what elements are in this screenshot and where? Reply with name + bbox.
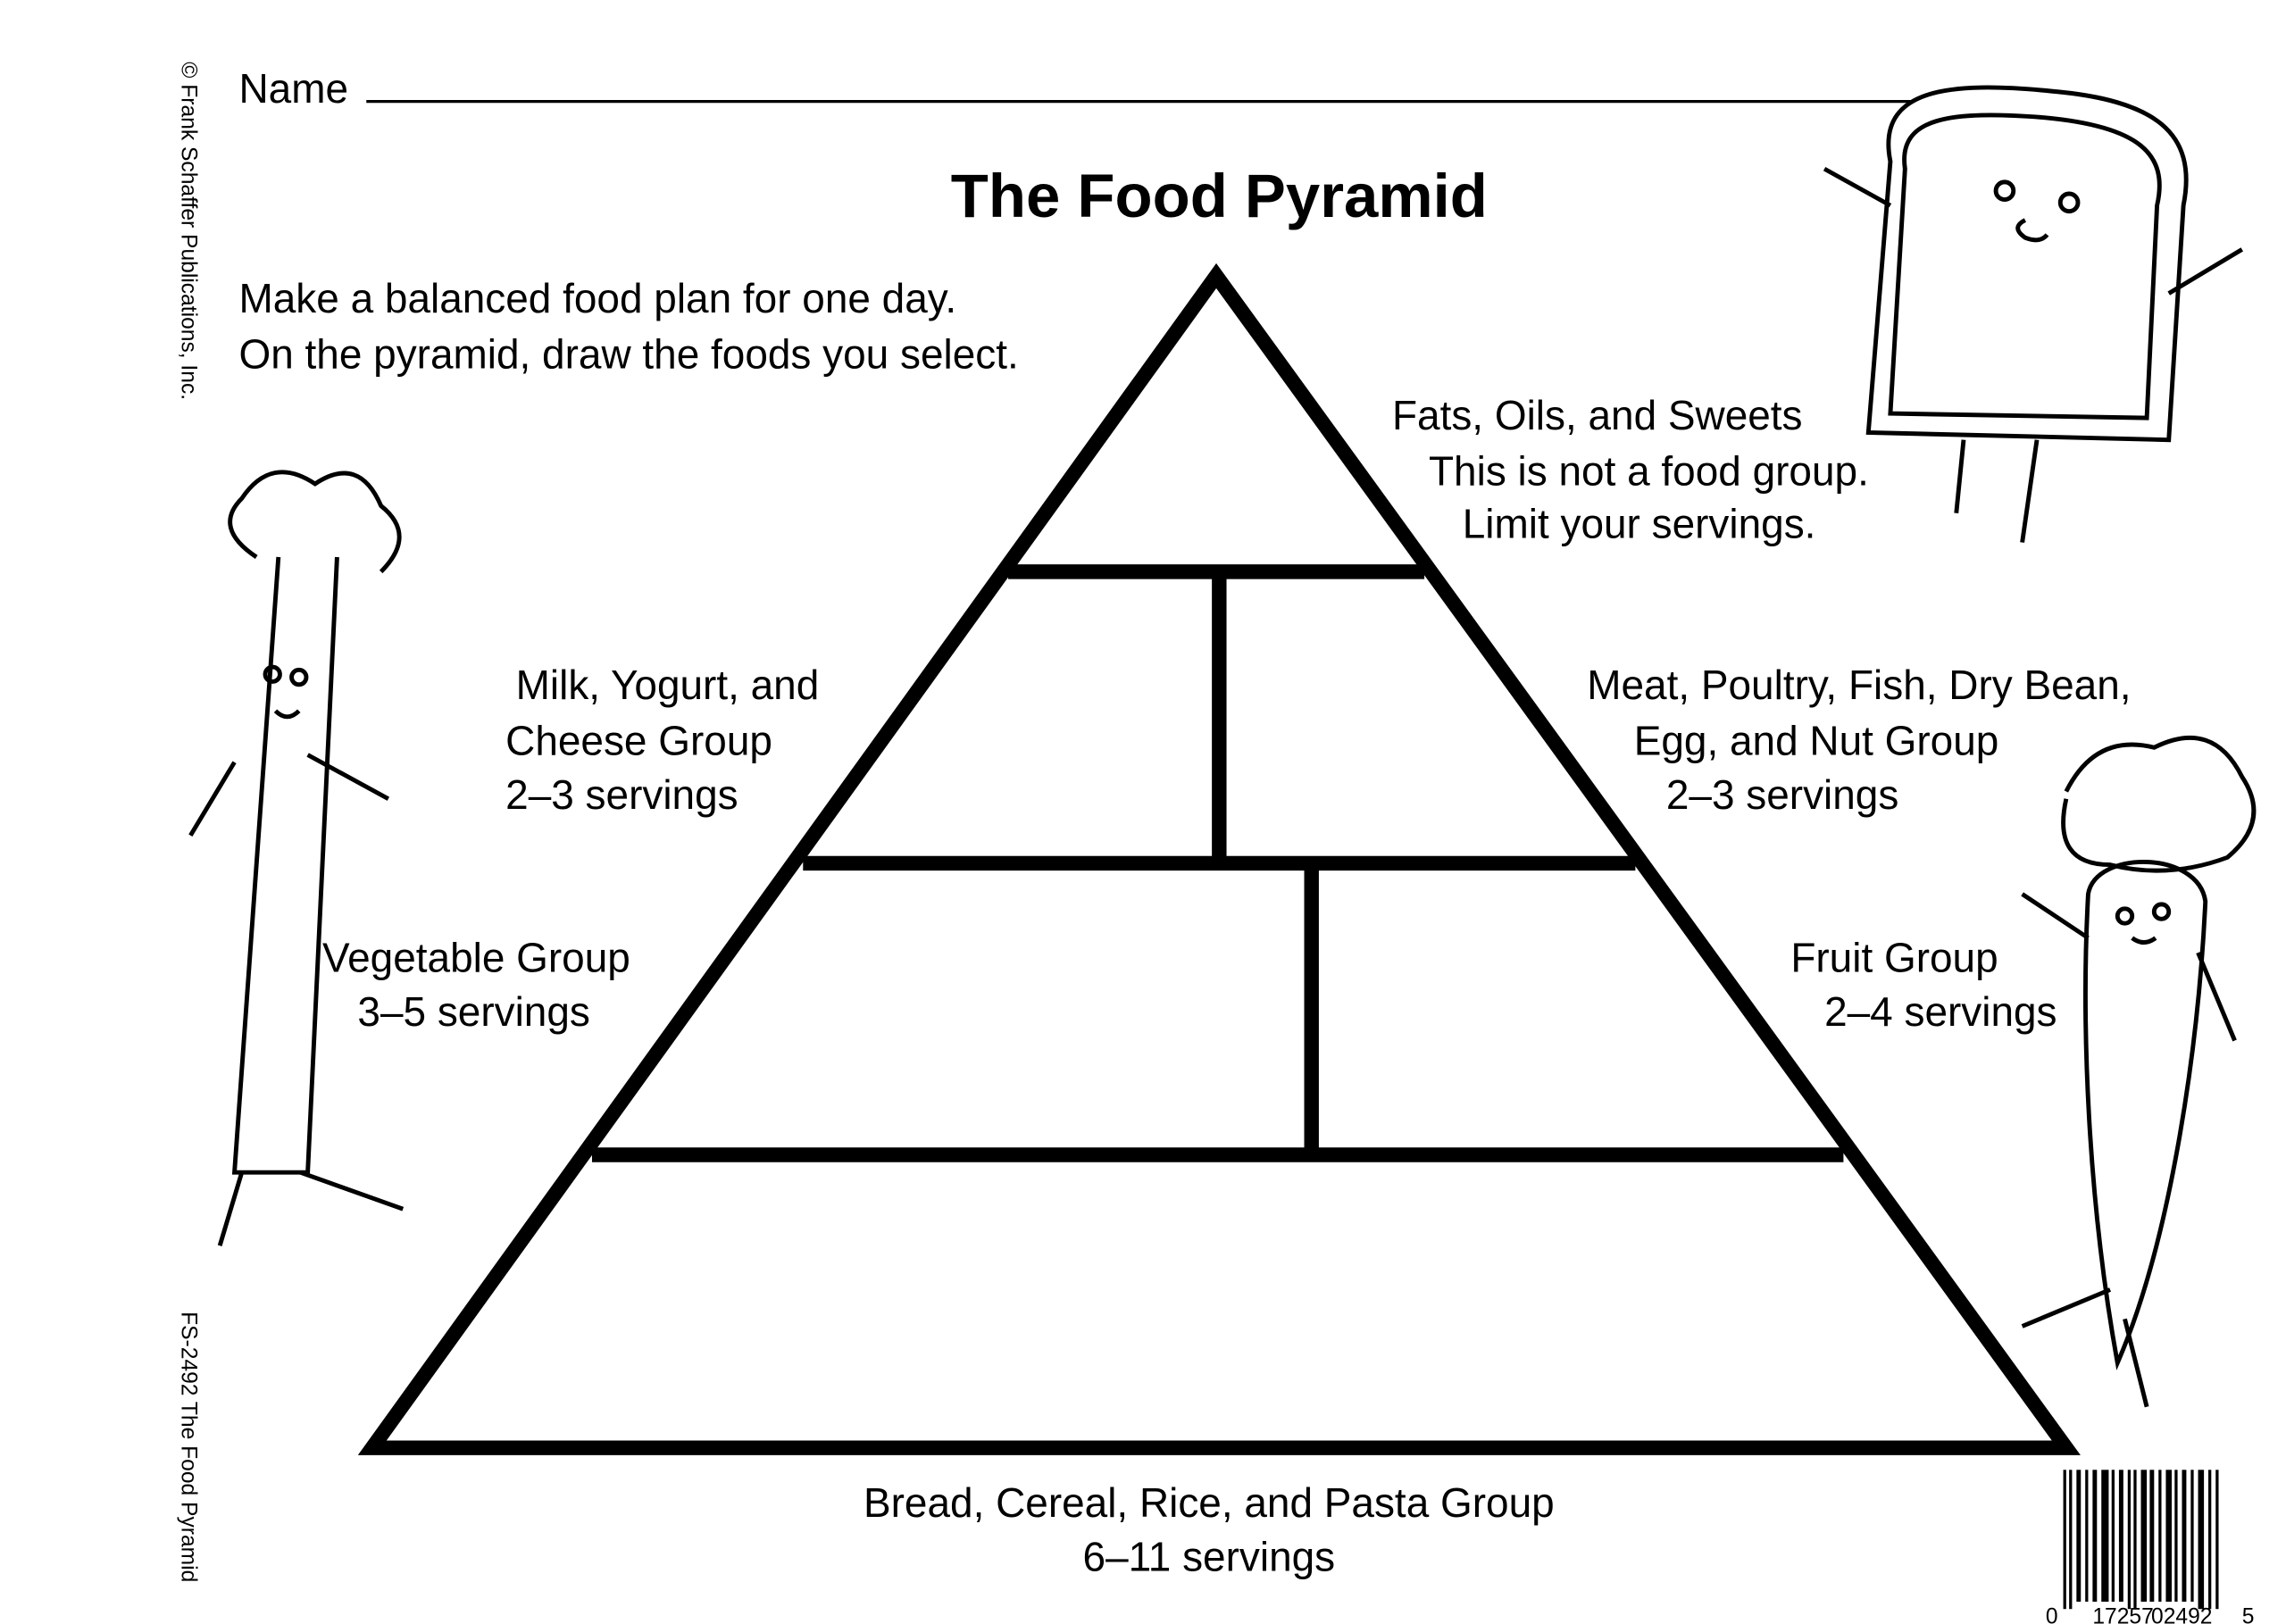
celery-character-illustration [188,470,405,1246]
barcode: 0 17257 02492 5 [2046,1470,2255,1624]
fruit-label: Fruit Group 2–4 servings [1790,934,2057,1035]
svg-text:Limit your servings.: Limit your servings. [1463,501,1816,547]
bread-character-illustration [1823,85,2244,543]
svg-text:3–5 servings: 3–5 servings [357,988,589,1035]
instruction-2: On the pyramid, draw the foods you selec… [238,330,1018,377]
barcode-digit: 0 [2046,1605,2058,1624]
page-title: The Food Pyramid [951,162,1488,230]
svg-text:This is not a food group.: This is not a food group. [1429,448,1869,495]
svg-text:Fats, Oils, and Sweets: Fats, Oils, and Sweets [1392,392,1803,438]
svg-text:Bread, Cereal, Rice, and Pasta: Bread, Cereal, Rice, and Pasta Group [864,1479,1555,1526]
svg-text:2–3 servings: 2–3 servings [1666,771,1898,818]
carrot-character-illustration [2021,735,2257,1408]
food-pyramid [357,262,2081,1455]
svg-text:Milk, Yogurt, and: Milk, Yogurt, and [516,662,820,708]
svg-text:2–4 servings: 2–4 servings [1824,988,2057,1035]
name-label: Name [238,65,348,112]
svg-text:Vegetable Group: Vegetable Group [322,934,630,980]
meat-label: Meat, Poultry, Fish, Dry Bean, Egg, and … [1587,662,2131,818]
barcode-digit: 5 [2242,1605,2255,1624]
svg-text:6–11 servings: 6–11 servings [1083,1534,1336,1580]
product-code-text: FS-2492 The Food Pyramid [176,1312,200,1582]
fats-label: Fats, Oils, and Sweets This is not a foo… [1392,392,1869,546]
copyright-text: © Frank Schaffer Publications, Inc. [176,62,200,400]
barcode-digit: 17257 [2092,1605,2153,1624]
svg-text:Egg, and Nut Group: Egg, and Nut Group [1634,718,1999,764]
instruction-1: Make a balanced food plan for one day. [238,275,956,321]
bread-label: Bread, Cereal, Rice, and Pasta Group 6–1… [864,1479,1555,1580]
vegetable-label: Vegetable Group 3–5 servings [322,934,630,1035]
svg-text:Fruit Group: Fruit Group [1790,934,1998,980]
milk-label: Milk, Yogurt, and Cheese Group 2–3 servi… [505,662,819,818]
svg-text:Meat, Poultry, Fish, Dry Bean,: Meat, Poultry, Fish, Dry Bean, [1587,662,2131,708]
svg-text:Cheese Group: Cheese Group [505,718,772,764]
barcode-digit: 02492 [2151,1605,2212,1624]
svg-text:2–3 servings: 2–3 servings [505,771,738,818]
pyramid-outline [357,262,2081,1455]
